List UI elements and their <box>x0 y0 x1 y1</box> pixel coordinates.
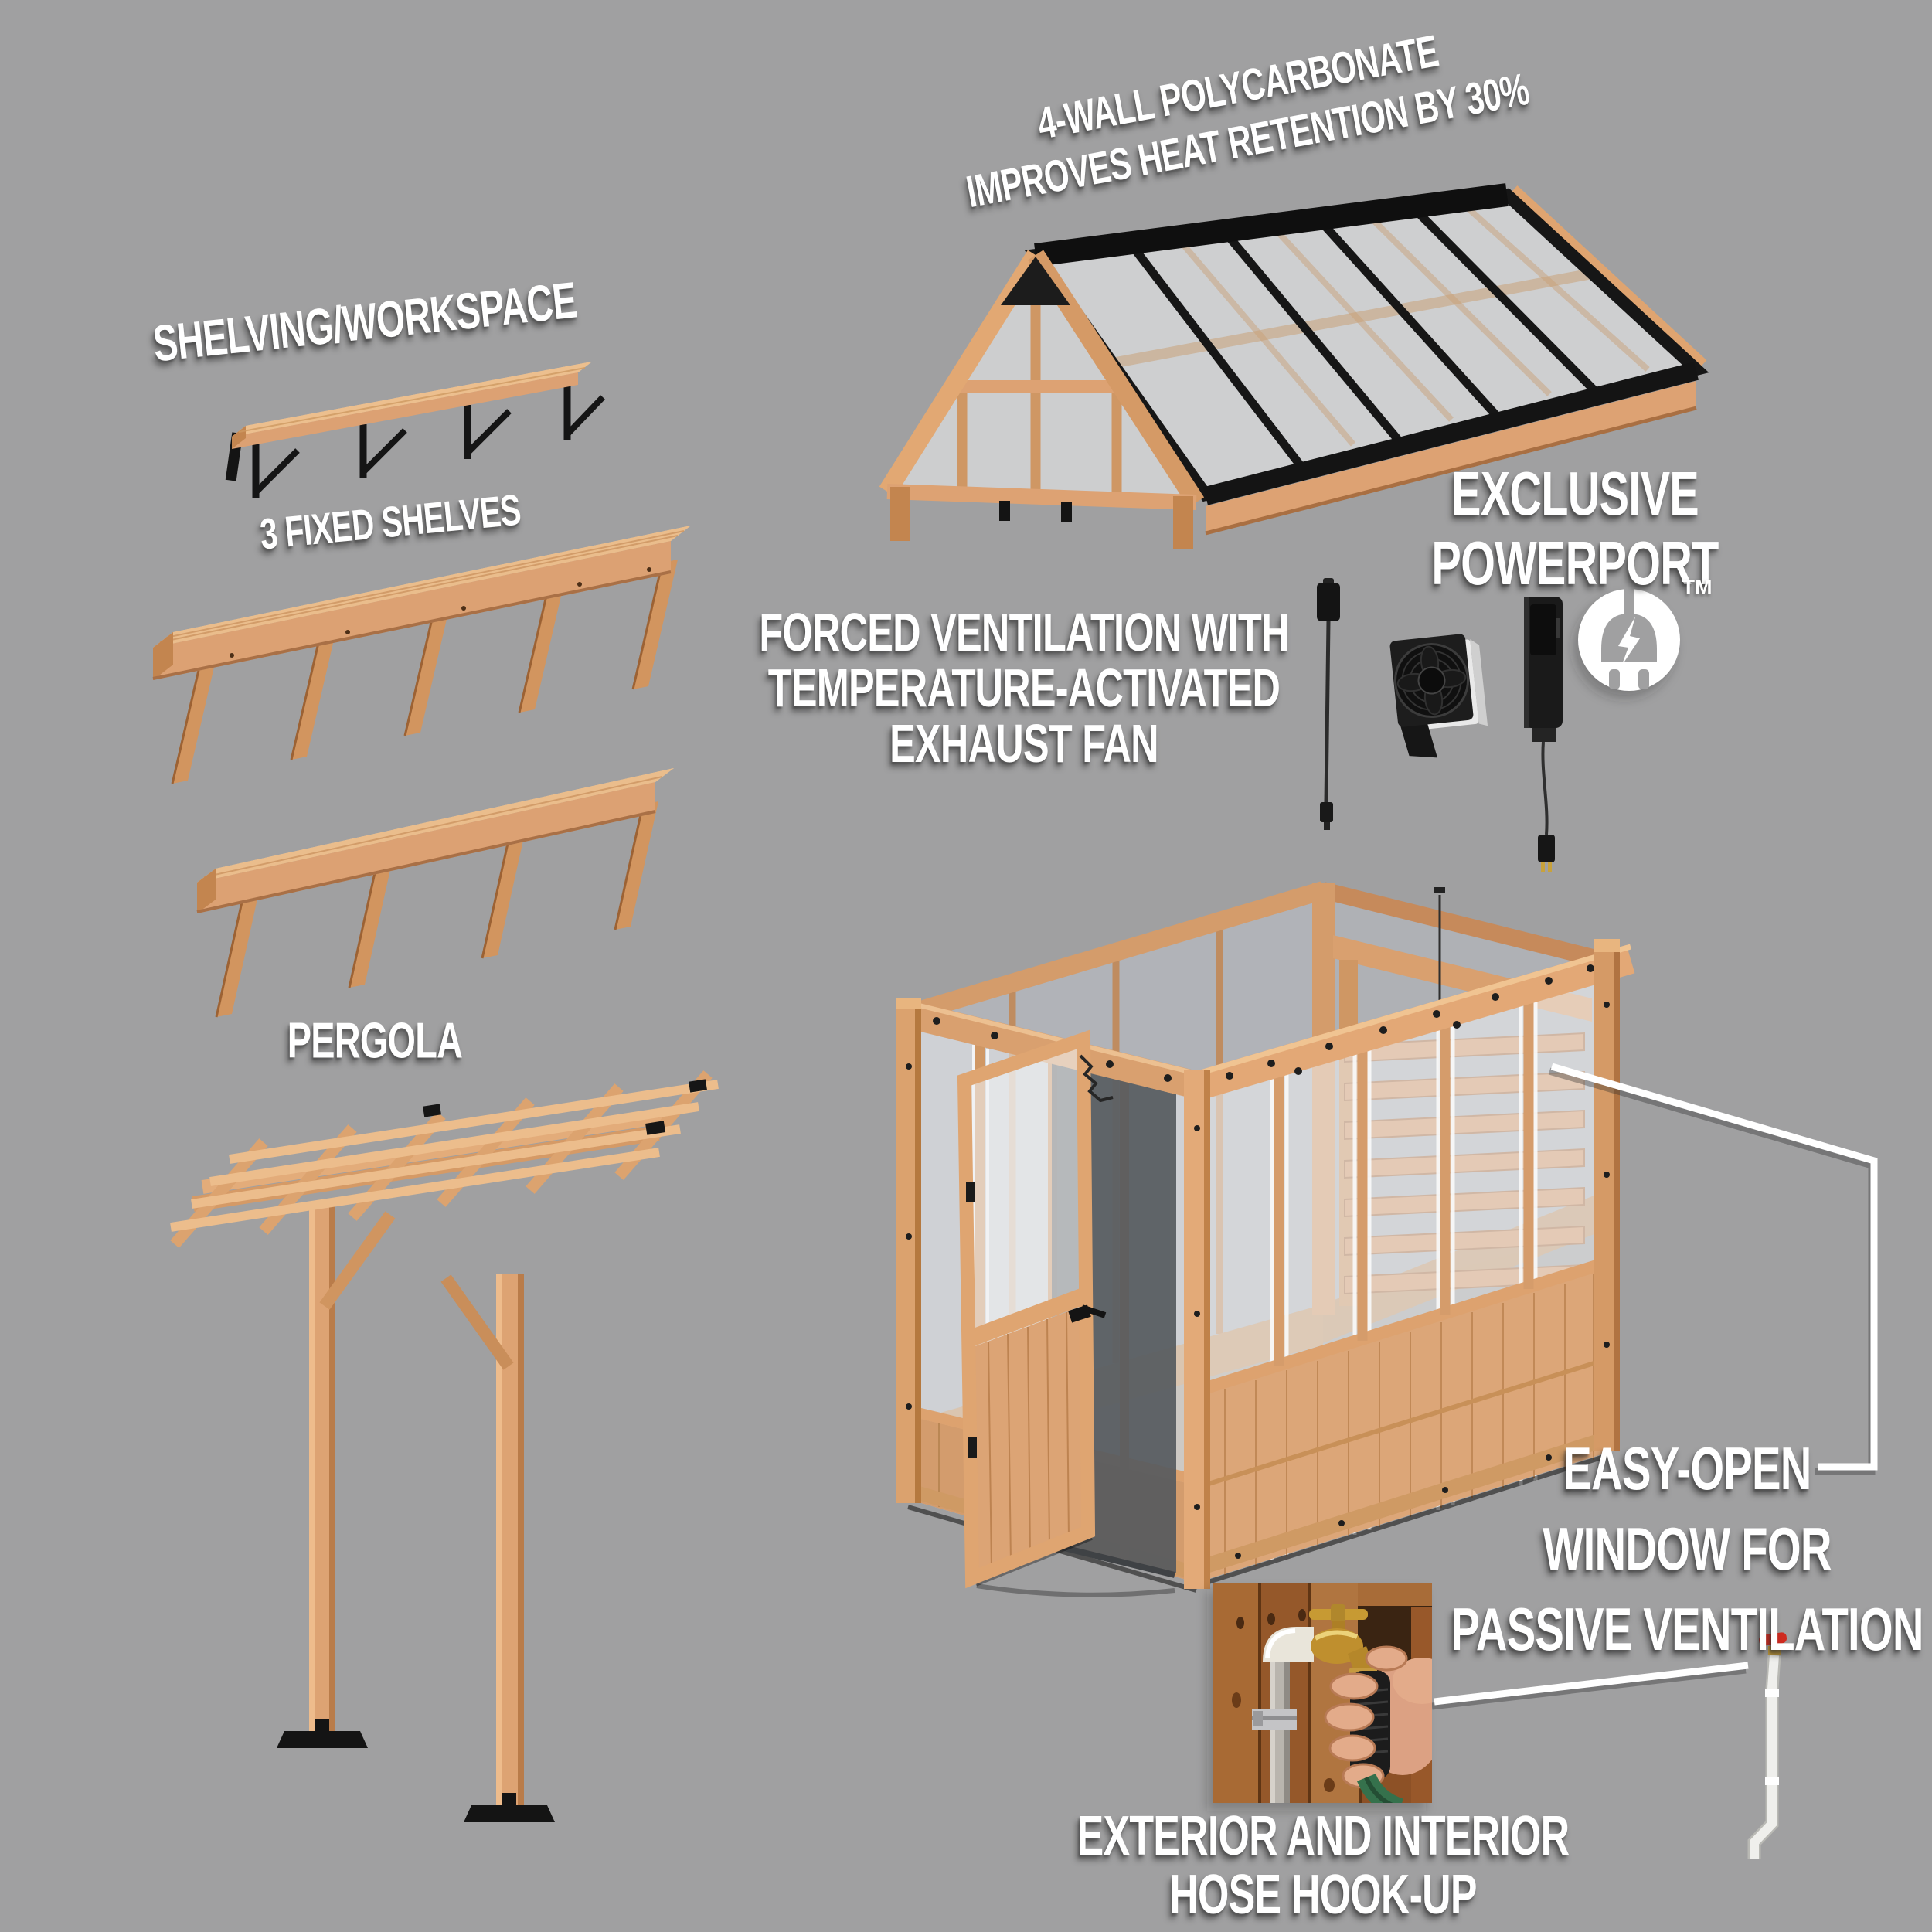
label-pergola-text: PERGOLA <box>287 1012 463 1069</box>
label-forced-ventilation-line2: TEMPERATURE-ACTIVATED <box>767 658 1281 718</box>
label-hose-hookup-line2: HOSE HOOK-UP <box>1169 1864 1477 1926</box>
temperature-sensor <box>1317 578 1340 830</box>
powerport-plug-icon <box>1573 581 1680 699</box>
fixed-shelf-lower-illustration <box>196 768 674 1018</box>
greenhouse-right-wall <box>1185 939 1635 1588</box>
greenhouse-body-illustration <box>896 881 1635 1597</box>
label-forced-ventilation: FORCED VENTILATION WITH TEMPERATURE-ACTI… <box>656 604 1392 771</box>
label-hose-hookup-line1: EXTERIOR AND INTERIOR <box>1077 1805 1570 1867</box>
workspace-shelf-illustration <box>225 362 605 498</box>
label-easy-open-window-line2: WINDOW FOR <box>1543 1515 1832 1583</box>
label-forced-ventilation-line1: FORCED VENTILATION WITH <box>759 602 1289 662</box>
powerport-device <box>1524 597 1563 872</box>
hose-hookup-photo <box>1207 1583 1432 1811</box>
greenhouse-roof-illustration <box>879 183 1709 549</box>
label-exclusive-powerport-line2: POWERPORT <box>1431 529 1719 597</box>
label-pergola: PERGOLA <box>253 1012 496 1070</box>
pergola-illustration <box>170 1070 719 1822</box>
fixed-shelf-upper-illustration <box>152 526 691 784</box>
easy-open-window-callout-line <box>1548 1063 1878 1475</box>
roof-gable-end <box>879 250 1205 549</box>
label-exclusive-powerport-line1: EXCLUSIVE <box>1451 459 1699 528</box>
label-easy-open-window: EASY-OPEN WINDOW FOR PASSIVE VENTILATION <box>1359 1428 1932 1669</box>
label-forced-ventilation-line3: EXHAUST FAN <box>889 713 1158 774</box>
exhaust-fan <box>1389 634 1488 758</box>
label-hose-hookup: EXTERIOR AND INTERIOR HOSE HOOK-UP <box>981 1807 1665 1924</box>
label-easy-open-window-line1: EASY-OPEN <box>1563 1434 1811 1502</box>
greenhouse-open-door <box>957 1029 1175 1597</box>
label-powerport-trademark: TM <box>1682 575 1713 599</box>
label-exclusive-powerport: EXCLUSIVE POWERPORT <box>1376 459 1774 598</box>
hose-hookup-pipe <box>1747 1632 1787 1859</box>
label-easy-open-window-line3: PASSIVE VENTILATION <box>1451 1595 1923 1663</box>
hose-hookup-callout-line <box>1431 1662 1749 1710</box>
